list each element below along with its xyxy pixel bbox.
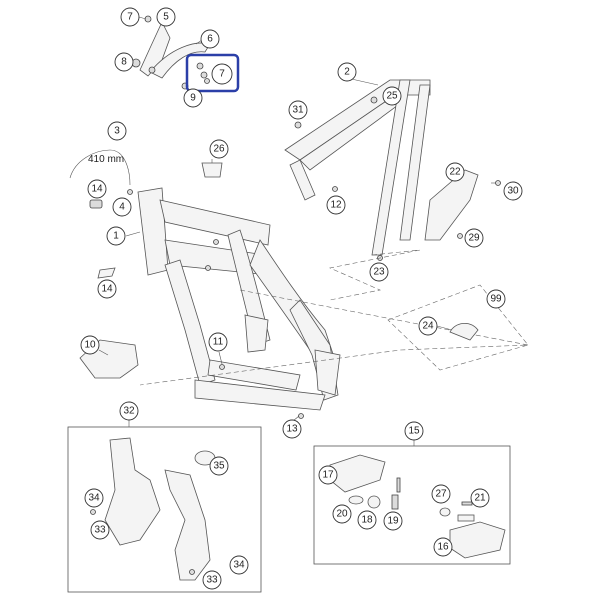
small-fasteners: [89, 189, 133, 279]
svg-text:33: 33: [206, 575, 218, 586]
callout-22: 22: [445, 162, 465, 182]
callout-27: 27: [431, 484, 451, 504]
callout-6: 6: [200, 29, 220, 49]
callout-5: 5: [156, 7, 176, 27]
callout-12: 12: [326, 195, 346, 215]
callout-14-top: 14: [87, 179, 107, 199]
callout-30: 30: [503, 181, 523, 201]
main-frame: [125, 187, 341, 422]
callout-15: 15: [404, 421, 424, 441]
svg-text:10: 10: [84, 340, 96, 351]
svg-text:19: 19: [387, 516, 399, 527]
callout-group: 7 5 8 6 7 9 2 25 31 3 26 14 4 22 30 12 1…: [80, 7, 523, 590]
svg-text:7: 7: [219, 69, 225, 80]
callout-24: 24: [418, 316, 438, 336]
callout-25: 25: [382, 86, 402, 106]
svg-text:9: 9: [190, 93, 196, 104]
svg-text:99: 99: [490, 294, 502, 305]
footrests: [329, 454, 506, 559]
svg-text:23: 23: [373, 267, 385, 278]
callout-35: 35: [209, 456, 229, 476]
rubber-part: [201, 159, 223, 178]
svg-text:20: 20: [336, 509, 348, 520]
callout-18: 18: [357, 510, 377, 530]
callout-33-right: 33: [202, 570, 222, 590]
svg-text:27: 27: [435, 489, 447, 500]
callout-7: 7: [120, 7, 140, 27]
callout-17: 17: [318, 465, 338, 485]
callout-99: 99: [486, 289, 506, 309]
callout-10: 10: [80, 335, 100, 355]
callout-8: 8: [114, 52, 134, 72]
callout-34-left: 34: [84, 488, 104, 508]
svg-text:3: 3: [114, 126, 120, 137]
callout-2: 2: [337, 62, 357, 82]
svg-text:21: 21: [474, 493, 486, 504]
svg-text:34: 34: [88, 493, 100, 504]
svg-text:12: 12: [330, 200, 342, 211]
svg-text:8: 8: [121, 57, 127, 68]
rear-subframe: [284, 77, 431, 261]
svg-text:14: 14: [101, 284, 113, 295]
svg-text:29: 29: [468, 233, 480, 244]
svg-text:30: 30: [507, 186, 519, 197]
callout-20: 20: [332, 504, 352, 524]
svg-text:31: 31: [292, 105, 304, 116]
svg-text:13: 13: [286, 424, 298, 435]
callout-32: 32: [119, 401, 139, 421]
callout-3: 3: [107, 121, 127, 141]
assembly-guides: [139, 249, 529, 386]
svg-text:15: 15: [408, 426, 420, 437]
callout-33-left: 33: [90, 520, 110, 540]
callout-21: 21: [470, 488, 490, 508]
footrest-box: [313, 445, 511, 565]
svg-text:5: 5: [163, 12, 169, 23]
callout-34-right: 34: [229, 555, 249, 575]
callout-29: 29: [464, 228, 484, 248]
cable-length-label: 410 mm: [88, 154, 124, 165]
callout-7-highlighted: 7: [211, 63, 233, 85]
svg-text:35: 35: [213, 461, 225, 472]
frame-protector-box: [67, 426, 262, 593]
callout-9: 9: [183, 88, 203, 108]
svg-text:22: 22: [449, 167, 461, 178]
callout-11: 11: [208, 332, 228, 352]
frame-protector: [90, 437, 216, 581]
footrest-bracket: [424, 169, 501, 241]
svg-text:11: 11: [213, 337, 224, 348]
svg-text:6: 6: [207, 34, 213, 45]
svg-text:14: 14: [91, 184, 103, 195]
callout-31: 31: [288, 100, 308, 120]
callout-26: 26: [209, 139, 229, 159]
callout-1: 1: [106, 226, 126, 246]
engine-hanger-bracket: [131, 15, 211, 93]
svg-text:24: 24: [422, 321, 434, 332]
chain-guide: [436, 323, 479, 341]
callout-14-bottom: 14: [97, 279, 117, 299]
svg-text:18: 18: [361, 515, 373, 526]
svg-text:16: 16: [437, 542, 449, 553]
svg-text:26: 26: [213, 144, 225, 155]
svg-text:7: 7: [127, 12, 133, 23]
svg-text:32: 32: [123, 406, 135, 417]
callout-19: 19: [383, 511, 403, 531]
svg-text:25: 25: [386, 91, 398, 102]
svg-text:4: 4: [119, 202, 125, 213]
svg-text:1: 1: [113, 231, 119, 242]
svg-text:33: 33: [94, 525, 106, 536]
highlight-box: [185, 53, 240, 93]
cable: 410 mm: [69, 149, 131, 186]
svg-text:34: 34: [233, 560, 245, 571]
callout-13: 13: [282, 419, 302, 439]
svg-text:17: 17: [322, 470, 334, 481]
callout-4: 4: [112, 197, 132, 217]
callout-23: 23: [369, 262, 389, 282]
svg-text:2: 2: [344, 67, 350, 78]
callout-16: 16: [433, 537, 453, 557]
